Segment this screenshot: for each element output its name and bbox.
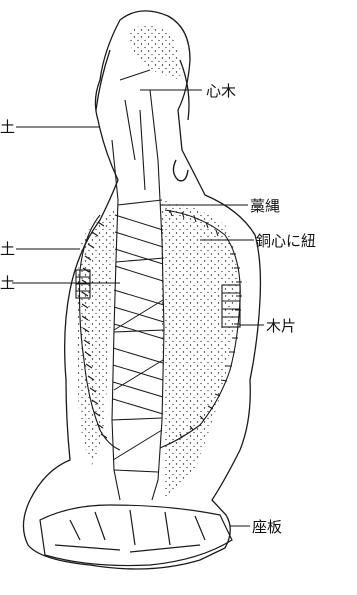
label-clay-left-top: 土 bbox=[0, 118, 15, 136]
label-clay-left-lower: 土 bbox=[0, 274, 15, 292]
hook-mark bbox=[173, 160, 188, 181]
label-base-plate: 座板 bbox=[252, 518, 282, 536]
core-wood-post bbox=[112, 70, 164, 500]
label-core-wood: 心木 bbox=[206, 82, 236, 100]
label-wood-chip: 木片 bbox=[266, 317, 296, 335]
base-plate bbox=[40, 505, 232, 566]
straw-rope-winding bbox=[113, 215, 164, 460]
label-copper-cord: 銅心に紐 bbox=[256, 232, 316, 250]
label-straw-rope: 藁縄 bbox=[250, 197, 280, 215]
label-clay-left-mid: 土 bbox=[0, 240, 15, 258]
